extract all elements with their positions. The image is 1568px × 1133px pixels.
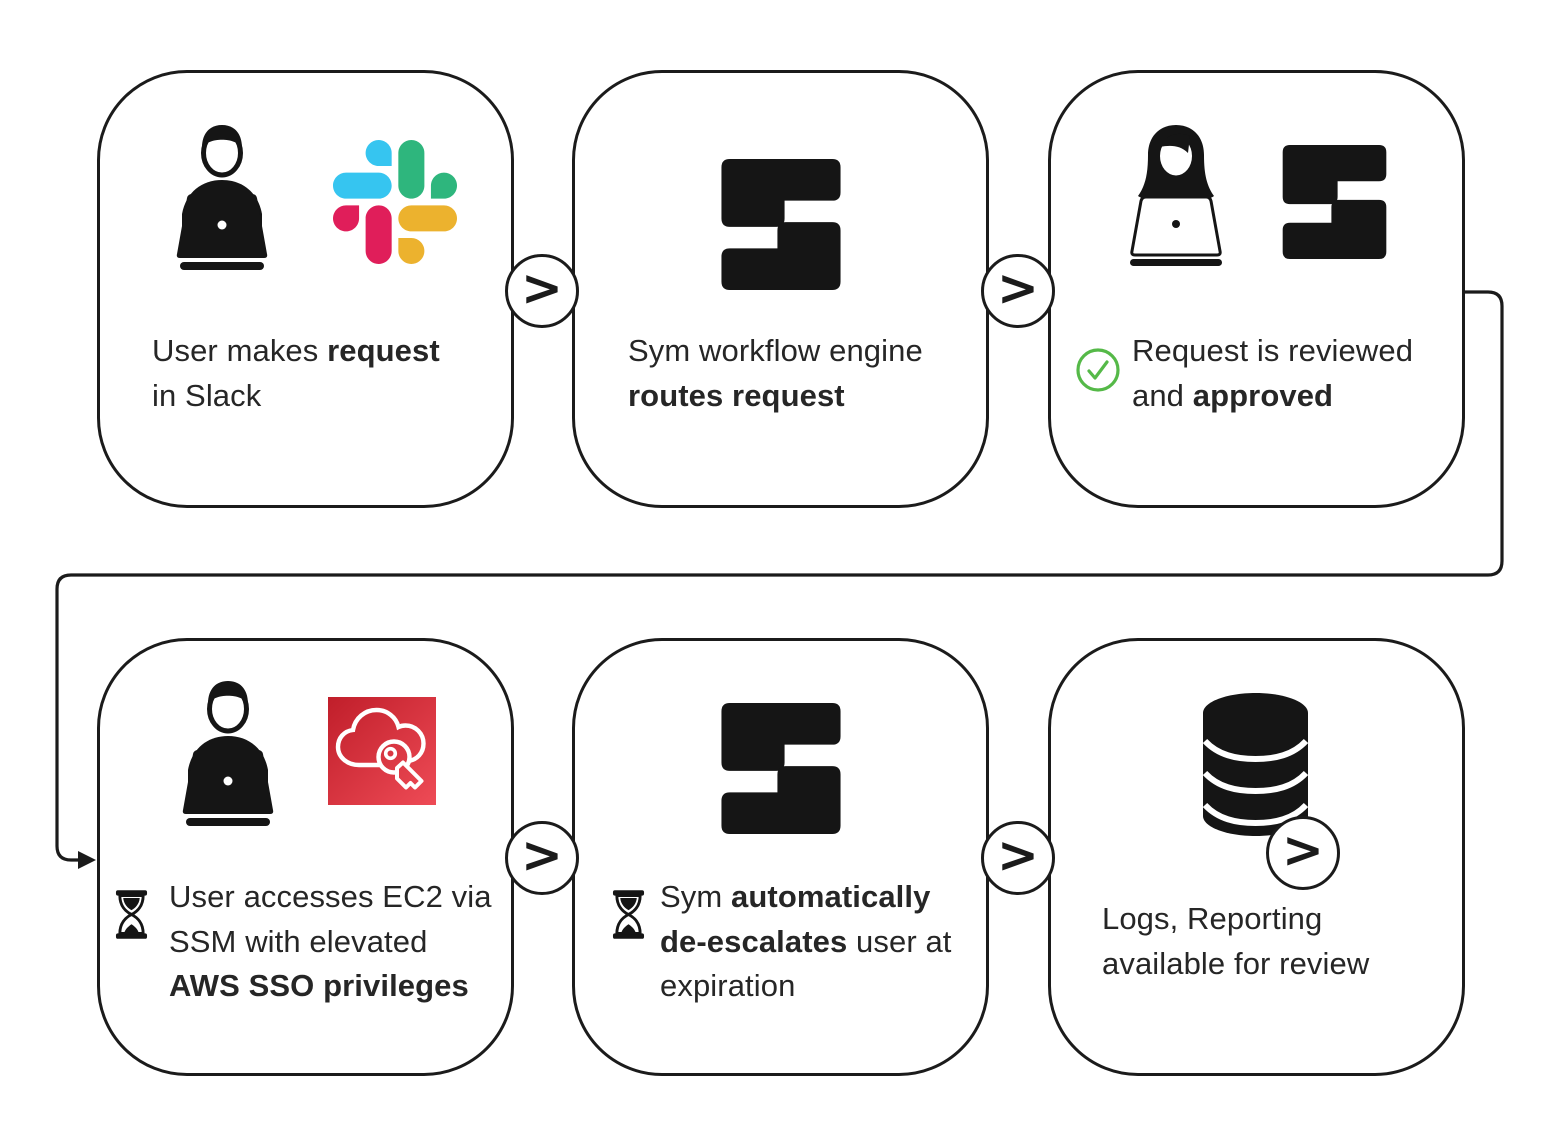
step-caption: User makes request in Slack: [152, 329, 440, 418]
step-caption: Sym workflow engine routes request: [628, 329, 923, 418]
card-sym-routes: Sym workflow engine routes request: [572, 70, 989, 508]
caption-line: in Slack: [152, 374, 440, 419]
step-caption: User accesses EC2 via SSM with elevated …: [169, 875, 492, 1009]
text-segment: approved: [1192, 377, 1334, 413]
hourglass-icon: [612, 890, 645, 939]
chevron-circle: >: [1266, 816, 1340, 890]
slack-logo-icon: [333, 140, 457, 264]
text-segment: de-escalates: [660, 923, 848, 959]
arrowhead-icon: [78, 851, 96, 869]
caption-line: routes request: [628, 374, 923, 419]
card-review-approve: Request is reviewed and approved: [1048, 70, 1465, 508]
chevron-right-icon: >: [997, 259, 1039, 317]
text-segment: user at: [847, 923, 952, 959]
caption-line: User accesses EC2 via: [169, 875, 492, 920]
chevron-right-icon: >: [521, 259, 563, 317]
step-caption: Sym automatically de-escalates user at e…: [660, 875, 952, 1009]
chevron-right-icon: >: [521, 826, 563, 884]
sym-logo-icon: [721, 703, 841, 834]
caption-line: User makes request: [152, 329, 440, 374]
card-user-request: User makes request in Slack: [97, 70, 514, 508]
chevron-right-icon: >: [997, 826, 1039, 884]
chevron-circle: >: [505, 254, 579, 328]
chevron-circle: >: [981, 254, 1055, 328]
text-segment: available for review: [1102, 945, 1370, 981]
text-segment: Request is reviewed: [1132, 333, 1414, 368]
text-segment: Sym: [660, 879, 732, 914]
hourglass-icon: [115, 890, 148, 939]
step-caption: Request is reviewed and approved: [1132, 329, 1413, 418]
caption-line: Logs, Reporting: [1102, 897, 1369, 942]
text-segment: AWS SSO privileges: [169, 968, 469, 1003]
text-segment: routes request: [628, 377, 845, 413]
caption-line: SSM with elevated: [169, 920, 492, 965]
card-deescalate: Sym automatically de-escalates user at e…: [572, 638, 989, 1076]
chevron-circle: >: [505, 821, 579, 895]
step-caption: Logs, Reporting available for review: [1102, 897, 1369, 986]
caption-line: Request is reviewed: [1132, 329, 1413, 374]
caption-line: Sym workflow engine: [628, 329, 923, 374]
card-logs-reporting: > Logs, Reporting available for review: [1048, 638, 1465, 1076]
text-segment: User accesses EC2 via: [169, 879, 492, 914]
chevron-right-icon: >: [1282, 821, 1324, 879]
person-at-laptop-icon: [182, 681, 274, 826]
text-segment: automatically: [731, 879, 931, 914]
sym-logo-icon: [1282, 145, 1387, 259]
caption-line: expiration: [660, 964, 952, 1009]
text-segment: in Slack: [152, 377, 262, 413]
person-at-laptop-icon: [176, 125, 268, 270]
text-segment: Logs, Reporting: [1102, 901, 1323, 936]
caption-line: de-escalates user at: [660, 920, 952, 965]
reviewer-at-laptop-icon: [1130, 125, 1222, 266]
sym-logo-icon: [721, 159, 841, 290]
caption-line: Sym automatically: [660, 875, 952, 920]
chevron-circle: >: [981, 821, 1055, 895]
text-segment: User makes: [152, 333, 328, 368]
database-icon: [1203, 693, 1308, 836]
text-segment: expiration: [660, 968, 796, 1003]
card-ec2-access: User accesses EC2 via SSM with elevated …: [97, 638, 514, 1076]
caption-line: AWS SSO privileges: [169, 964, 492, 1009]
text-segment: request: [327, 333, 440, 368]
caption-line: available for review: [1102, 942, 1369, 987]
aws-iam-icon: [328, 697, 436, 805]
text-segment: Sym workflow engine: [628, 333, 923, 368]
text-segment: and: [1132, 377, 1193, 413]
check-circle-icon: [1076, 348, 1120, 392]
text-segment: SSM with elevated: [169, 923, 428, 959]
caption-line: and approved: [1132, 374, 1413, 419]
